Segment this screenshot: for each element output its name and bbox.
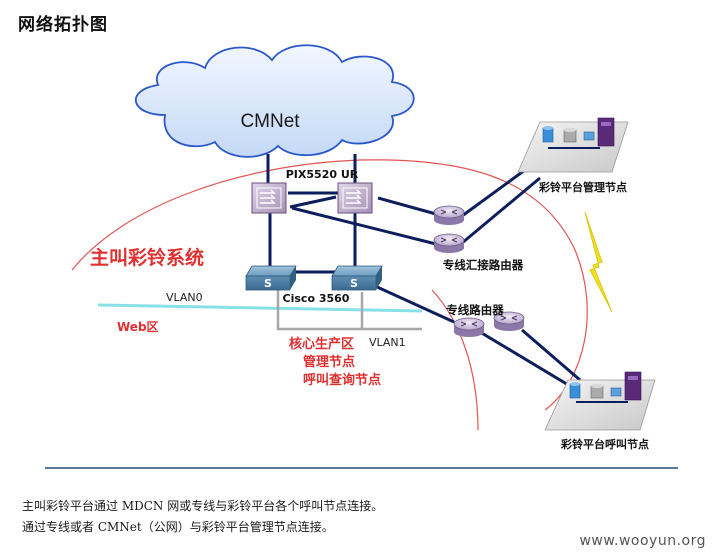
vlan1-line [276,290,422,331]
core-zone-line: 核心生产区 [289,336,354,352]
vlan0-line [97,303,423,313]
main-system-boundary-curve [71,159,588,411]
main-system-label: 主叫彩铃系统 [90,246,204,269]
watermark: www.wooyun.org [579,533,706,549]
firewall-label: PIX5520 UR [286,168,359,181]
server-platform-icon [544,371,656,431]
mgmt-node-label: 彩铃平台管理节点 [538,180,627,194]
web-zone-label: Web区 [117,320,159,334]
lightning-icon [584,211,613,313]
switch-icon: S [245,265,297,291]
router-icon [493,311,525,331]
leased-router-label: 专线路由器 [446,303,504,317]
firewall-icon [251,182,287,214]
core-zone-line: 呼叫查询节点 [303,372,381,388]
page-title: 网络拓扑图 [18,15,108,35]
router-icon [453,317,485,337]
switch-icon: S [331,265,383,291]
caption-line: 通过专线或者 CMNet（公网）与彩铃平台管理节点连接。 [22,520,334,534]
server-platform-icon [517,117,629,173]
cloud-label: CMNet [240,111,300,132]
switch-symbol: S [264,277,272,290]
section-divider [45,467,678,469]
vlan0-label: VLAN0 [166,291,203,304]
zone-boundary-curve [431,289,479,431]
core-switch-label: Cisco 3560 [283,292,350,305]
firewall-icon [337,182,373,214]
switch-symbol: S [350,277,358,290]
router-icon [433,205,465,225]
cloud-icon [135,44,415,158]
network-topology-diagram: CMNet PIX5520 UR S S Cisco 3560 专线汇接路由 [71,44,656,451]
aggregation-router-label: 专线汇接路由器 [443,258,524,272]
network-links [266,154,581,394]
router-icon [433,233,465,253]
caption-line: 主叫彩铃平台通过 MDCN 网或专线与彩铃平台各个呼叫节点连接。 [22,499,384,513]
vlan1-label: VLAN1 [369,336,406,349]
call-node-label: 彩铃平台呼叫节点 [560,437,649,451]
core-zone-line: 管理节点 [303,354,355,370]
